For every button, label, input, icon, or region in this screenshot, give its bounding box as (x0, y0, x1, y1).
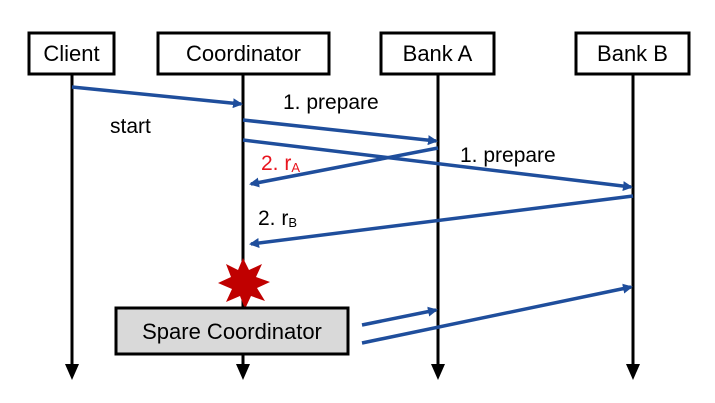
coordinator-label: Coordinator (186, 41, 301, 66)
participant-bank-b: Bank B (574, 31, 691, 76)
spare-to-bank-a-arrow (361, 306, 438, 327)
reply-a-arrow (249, 146, 439, 188)
coordinator-box (156, 31, 331, 76)
bank-a-label: Bank A (403, 41, 473, 66)
bank-b-lifeline-arrowhead (626, 364, 640, 380)
client-lifeline-arrowhead (65, 364, 79, 380)
prepare-a-arrow (242, 118, 438, 146)
reply-b-label-subscript: B (288, 215, 297, 230)
message-arrows (71, 85, 634, 345)
prepare-b-label: 1. prepare (460, 144, 556, 167)
prepare-a-label: 1. prepare (283, 91, 379, 114)
bank-b-box (574, 31, 691, 76)
reply-b-label: 2. rB (258, 207, 297, 230)
bank-a-lifeline-arrowhead (431, 364, 445, 380)
reply-b-label-main: 2. r (258, 207, 288, 230)
prepare-b-arrow (242, 138, 633, 192)
crash-starburst-icon (218, 258, 270, 309)
spare-coordinator-label: Spare Coordinator (142, 319, 322, 344)
coordinator-lifeline-arrowhead (236, 364, 250, 380)
reply-a-label-main: 2. r (261, 152, 291, 175)
participant-client: Client (27, 31, 116, 76)
client-label: Client (43, 41, 99, 66)
start-label: start (110, 115, 151, 138)
spare-coordinator-box (114, 306, 350, 356)
bank-b-label: Bank B (597, 41, 668, 66)
start-arrow (71, 85, 243, 109)
participant-bank-a: Bank A (379, 31, 496, 76)
reply-b-arrow (249, 194, 634, 248)
lifeline-arrowheads (65, 364, 640, 380)
participant-coordinator: Coordinator (156, 31, 331, 76)
reply-a-label-subscript: A (291, 160, 300, 175)
reply-a-label: 2. rA (261, 152, 300, 175)
spare-to-bank-b-arrow (361, 283, 633, 345)
bank-a-box (379, 31, 496, 76)
client-box (27, 31, 116, 76)
spare-coordinator: Spare Coordinator (114, 306, 350, 356)
